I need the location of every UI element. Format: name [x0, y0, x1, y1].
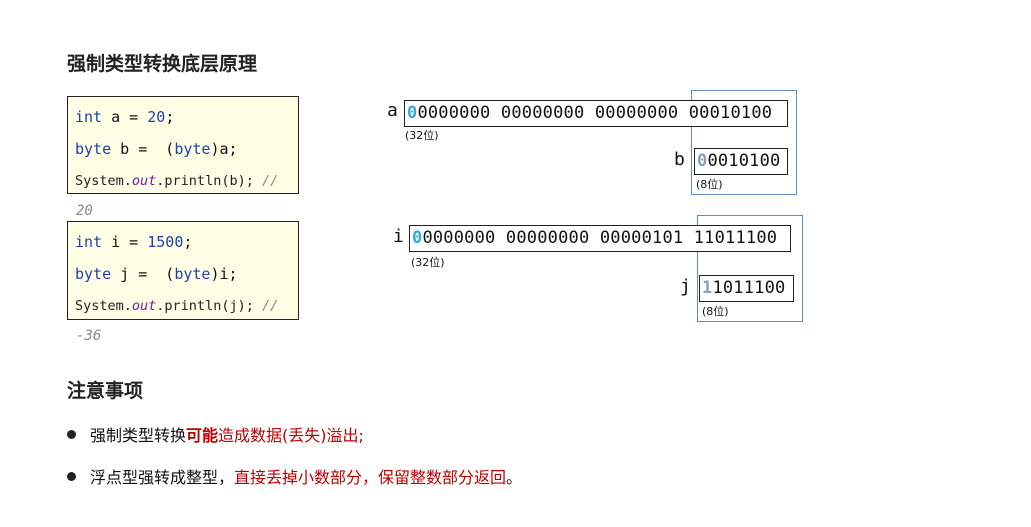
code-line-3: System.out.println(j); //	[75, 298, 278, 314]
page-title: 强制类型转换底层原理	[67, 53, 258, 75]
list-item: 浮点型强转成整型，直接丢掉小数部分，保留整数部分返回。	[67, 464, 522, 488]
code-out: out	[131, 298, 157, 314]
keyword-byte: byte	[75, 140, 112, 158]
keyword-int: int	[75, 108, 103, 126]
binary-box-a: 00000000 00000000 00000000 00010100	[404, 100, 788, 127]
variable-label-b: b	[674, 149, 685, 170]
note-text: 浮点型强转成整型，	[90, 468, 235, 487]
bit-size-label: (8位)	[696, 178, 723, 191]
bullet-icon	[67, 430, 76, 439]
note-emphasis: 可能	[186, 426, 219, 445]
output-result-1: 20	[76, 203, 93, 219]
code-text: System.	[75, 173, 132, 189]
code-text: .println(b);	[156, 173, 262, 189]
output-result-2: -36	[76, 328, 102, 344]
notes-heading: 注意事项	[67, 380, 144, 402]
code-comment: //	[261, 173, 279, 189]
keyword-int: int	[75, 233, 103, 251]
code-number: 20	[147, 108, 166, 126]
keyword-byte: byte	[75, 265, 112, 283]
note-emphasis: 直接丢掉小数部分，保留整数部分返回	[234, 468, 507, 487]
variable-label-i: i	[393, 226, 404, 247]
bit-size-label: (32位)	[411, 256, 445, 269]
code-text: )a;	[210, 140, 238, 158]
variable-label-a: a	[387, 100, 398, 121]
code-line-2: byte j = (byte)i;	[75, 265, 238, 283]
code-text: .println(j);	[156, 298, 262, 314]
keyword-byte: byte	[174, 265, 211, 283]
keyword-byte: byte	[174, 140, 211, 158]
note-emphasis: 造成数据(丢失)溢出;	[218, 426, 364, 445]
low-byte-highlight-2	[697, 215, 803, 322]
binary-box-j: 11011100	[699, 275, 794, 302]
code-out: out	[131, 173, 157, 189]
sign-bit: 0	[412, 228, 423, 248]
variable-label-j: j	[680, 276, 691, 297]
code-line-1: int i = 1500;	[75, 233, 192, 251]
code-text: j = (	[111, 265, 175, 283]
binary-bits: 1011100	[712, 278, 786, 298]
binary-box-i: 00000000 00000000 00000101 11011100	[409, 225, 791, 252]
bit-size-label: (8位)	[702, 305, 729, 318]
code-text: )i;	[210, 265, 238, 283]
list-item: 强制类型转换可能造成数据(丢失)溢出;	[67, 422, 364, 446]
note-text: 。	[506, 468, 523, 487]
sign-bit: 0	[697, 151, 708, 171]
code-number: 1500	[147, 233, 184, 251]
binary-bits: 0000000 00000000 00000101 11011100	[422, 228, 778, 248]
code-line-3: System.out.println(b); //	[75, 173, 278, 189]
binary-box-b: 00010100	[694, 148, 788, 175]
code-text: System.	[75, 298, 132, 314]
code-block-example-1: int a = 20; byte b = (byte)a; System.out…	[67, 96, 299, 194]
bit-size-label: (32位)	[405, 129, 439, 142]
note-text: 强制类型转换	[90, 426, 187, 445]
code-text: a =	[102, 108, 148, 126]
low-byte-highlight-1	[691, 90, 797, 195]
code-text: ;	[165, 108, 175, 126]
code-block-example-2: int i = 1500; byte j = (byte)i; System.o…	[67, 221, 299, 320]
code-comment: //	[261, 298, 279, 314]
sign-bit: 0	[407, 103, 418, 123]
bullet-icon	[67, 472, 76, 481]
code-text: ;	[183, 233, 193, 251]
binary-bits: 0010100	[707, 151, 781, 171]
code-line-1: int a = 20;	[75, 108, 174, 126]
code-text: i =	[102, 233, 148, 251]
code-line-2: byte b = (byte)a;	[75, 140, 238, 158]
sign-bit: 1	[702, 278, 713, 298]
binary-bits: 0000000 00000000 00000000 00010100	[417, 103, 773, 123]
code-text: b = (	[111, 140, 175, 158]
